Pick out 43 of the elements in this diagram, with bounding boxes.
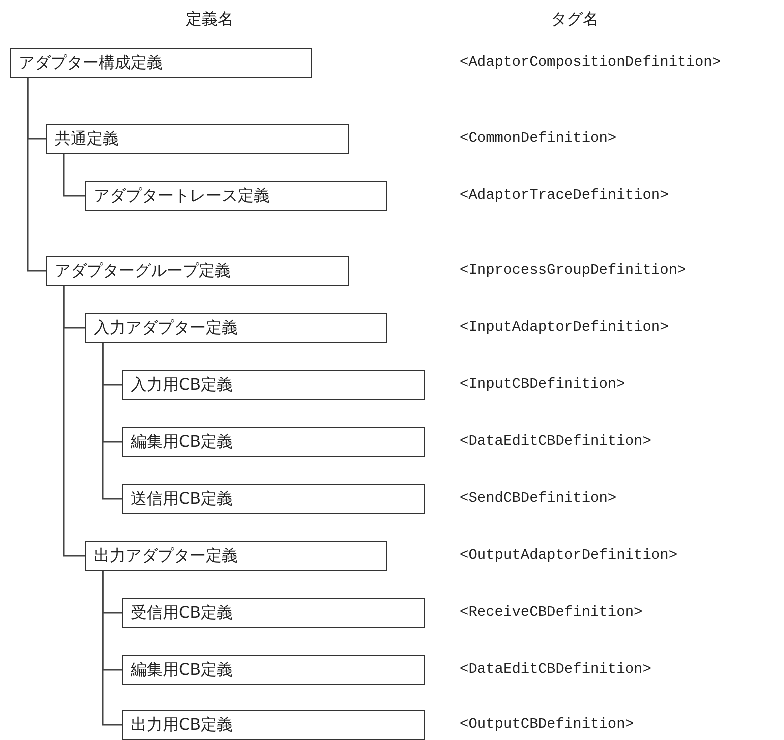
definition-box: [85, 541, 387, 571]
definition-name: 出力用CB定義: [131, 714, 234, 736]
tag-name: <AdaptorTraceDefinition>: [460, 188, 669, 204]
definition-name: 入力アダプター定義: [94, 318, 238, 338]
tag-name: <OutputAdaptorDefinition>: [460, 548, 678, 564]
tag-name: <InputCBDefinition>: [460, 377, 626, 393]
definition-name: 編集用CB定義: [131, 660, 234, 680]
connector-line: [63, 286, 85, 557]
definition-box: [85, 313, 387, 343]
tag-name: <DataEditCBDefinition>: [460, 662, 652, 678]
tag-name: <AdaptorCompositionDefinition>: [460, 55, 722, 71]
definition-name: アダプターグループ定義: [55, 260, 231, 282]
connector-line: [102, 343, 122, 500]
definition-name: 送信用CB定義: [131, 488, 234, 510]
definition-name: 編集用CB定義: [131, 432, 234, 452]
tag-name: <OutputCBDefinition>: [460, 717, 634, 733]
connector-line: [102, 571, 122, 726]
tag-name: <DataEditCBDefinition>: [460, 434, 652, 450]
tag-name: <ReceiveCBDefinition>: [460, 605, 643, 621]
definition-box: [46, 256, 349, 286]
definition-box: [85, 181, 387, 211]
definition-name: 出力アダプター定義: [94, 546, 238, 566]
definition-box: [122, 655, 425, 685]
definition-name: 共通定義: [55, 128, 119, 150]
definition-name: アダプタートレース定義: [94, 186, 270, 206]
definition-box: [122, 710, 425, 740]
connector-line: [63, 154, 85, 197]
column-header: タグ名: [551, 10, 599, 30]
tag-name: <InputAdaptorDefinition>: [460, 320, 669, 336]
definition-box: [46, 124, 349, 154]
tag-name: <InprocessGroupDefinition>: [460, 263, 686, 279]
definition-box: [122, 598, 425, 628]
connector-line: [27, 78, 46, 272]
definition-name: 入力用CB定義: [131, 374, 234, 396]
definition-box: [122, 484, 425, 514]
definition-box: [122, 427, 425, 457]
column-header: 定義名: [186, 10, 234, 30]
definition-box: [122, 370, 425, 400]
tag-name: <SendCBDefinition>: [460, 491, 617, 507]
tag-name: <CommonDefinition>: [460, 131, 617, 147]
definition-name: 受信用CB定義: [131, 602, 234, 624]
definition-box: [10, 48, 312, 78]
definition-name: アダプター構成定義: [19, 52, 163, 74]
